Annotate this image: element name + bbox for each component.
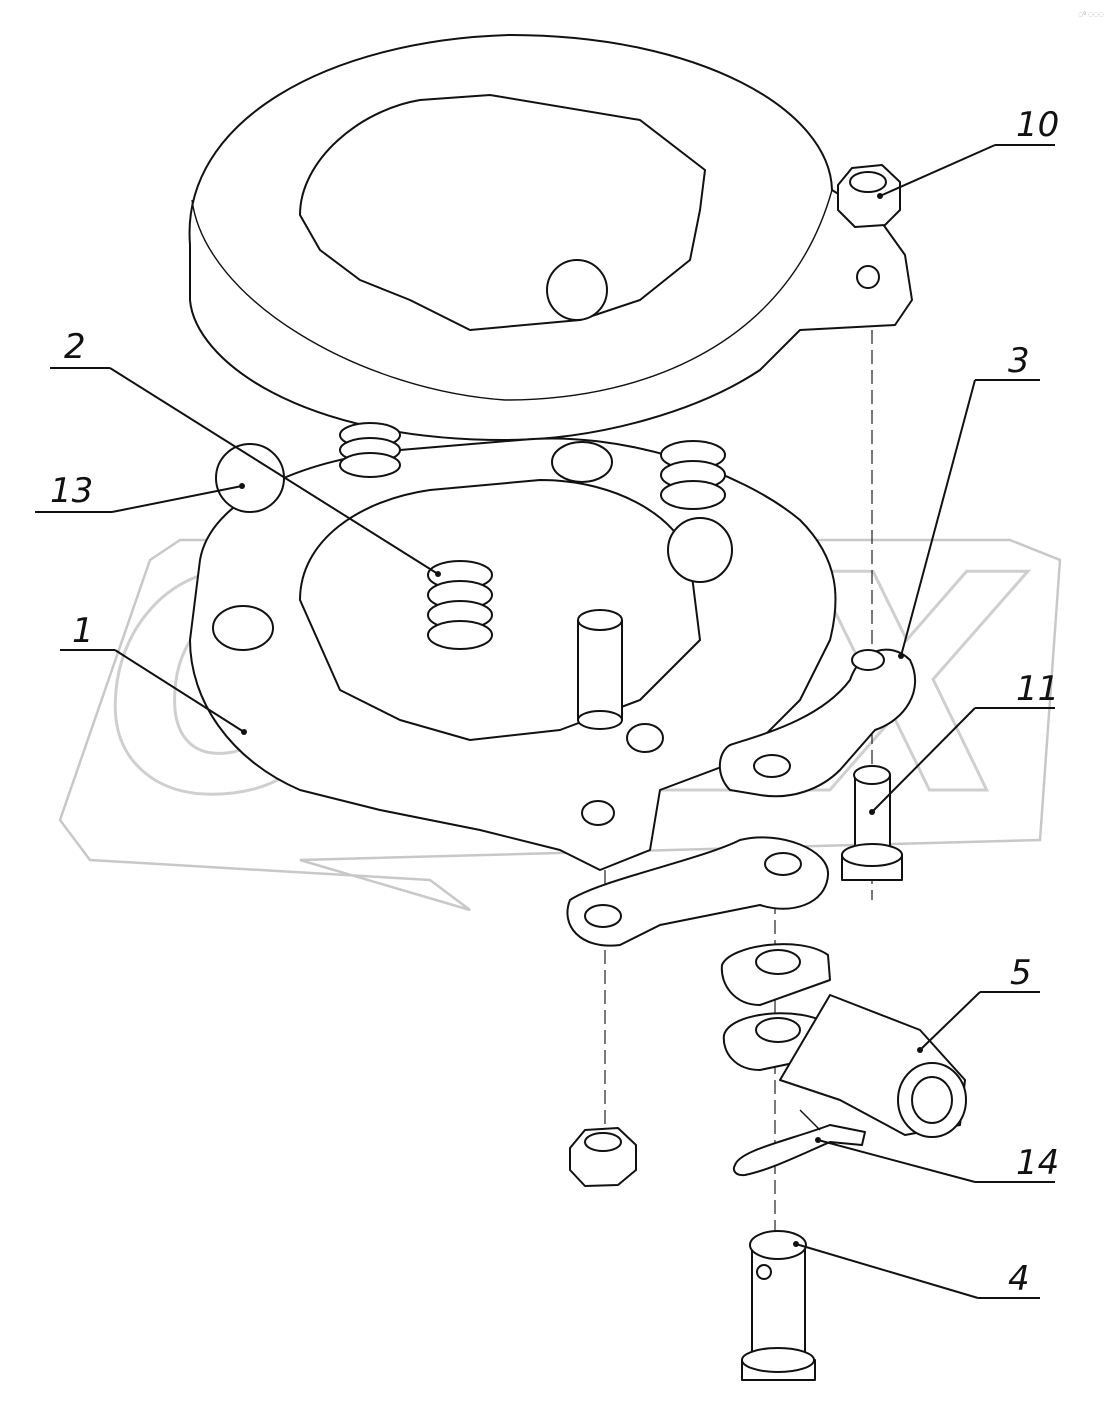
cotter-pin-14 (732, 1109, 866, 1177)
callout-4: 4 (793, 1241, 1040, 1299)
link-lever-3 (718, 648, 916, 798)
nut-10 (837, 164, 901, 228)
callout-13-label: 13 (50, 471, 93, 511)
corner-note: ◌º ◌◌◌ (1078, 11, 1104, 18)
callout-3: 3 (898, 341, 1040, 659)
callout-10: 10 (877, 105, 1059, 199)
callout-14: 14 (815, 1137, 1059, 1183)
clevis-pin-4 (741, 1230, 816, 1381)
spring-center (427, 560, 493, 650)
callout-2-label: 2 (64, 327, 86, 367)
clevis-fork-5 (720, 943, 967, 1138)
ball-right (667, 517, 733, 583)
callout-4-label: 4 (1008, 1259, 1030, 1299)
callout-11-label: 11 (1016, 669, 1059, 709)
callout-1-label: 1 (72, 611, 94, 651)
callout-1: 1 (60, 611, 247, 735)
callout-14-label: 14 (1016, 1143, 1059, 1183)
callout-5: 5 (917, 953, 1040, 1053)
spring-right (660, 440, 726, 510)
callout-10-label: 10 (1016, 105, 1059, 145)
lower-link (566, 836, 830, 947)
centre-stud (577, 609, 623, 730)
callout-3-label: 3 (1008, 341, 1030, 381)
callout-13: 13 (35, 471, 245, 513)
callout-2: 2 (50, 327, 441, 577)
bolt-11 (841, 765, 903, 881)
callout-5-label: 5 (1010, 953, 1032, 993)
nut-lower (569, 1127, 637, 1187)
spring-left (339, 422, 401, 478)
cover-plate (188, 34, 913, 441)
callout-11: 11 (869, 669, 1059, 815)
ball-13 (215, 443, 285, 513)
